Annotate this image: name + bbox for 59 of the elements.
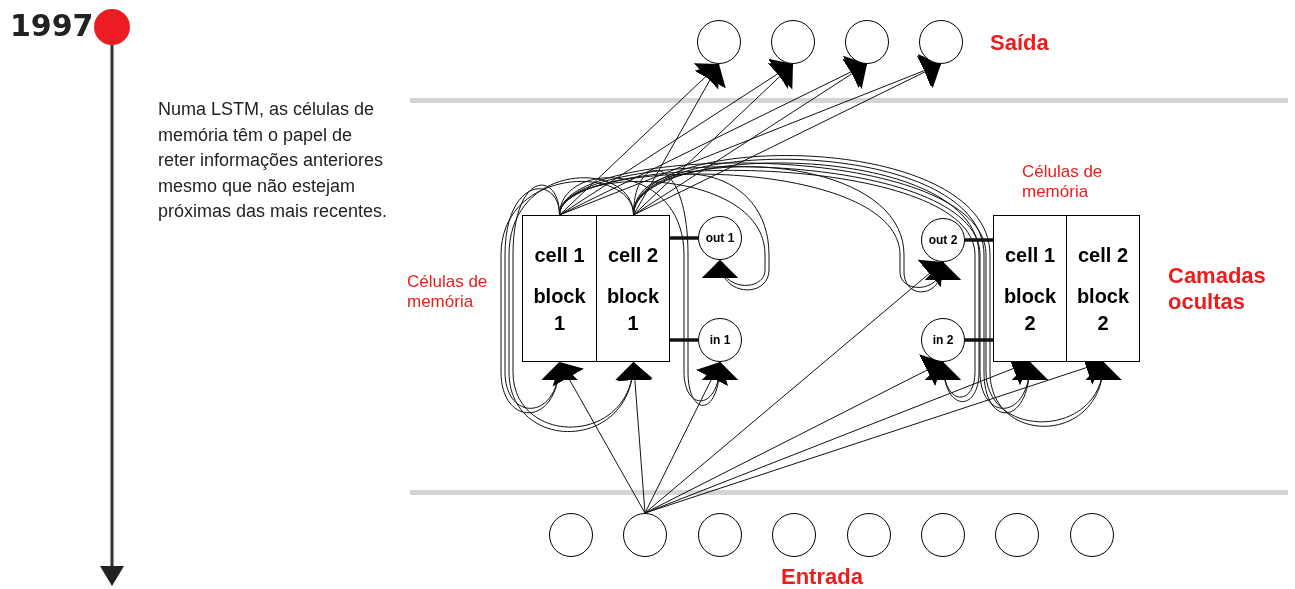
annotation-label: Células de memória [407,272,489,313]
gate-label: in 1 [709,333,731,347]
layer-label: Camadas ocultas [1168,263,1267,316]
connection-arrow [633,173,770,291]
connection-arrow [633,162,980,402]
connection-arrow [552,361,646,514]
input-neuron [847,513,891,557]
connection-arrow [633,155,1120,427]
output-neuron [771,20,815,64]
input-neuron [772,513,816,557]
layer-label: Saída [990,30,1049,57]
connection-line [965,338,993,342]
connection-arrow [633,58,868,216]
connection-arrow [559,63,720,216]
output-neuron [919,20,963,64]
connection-line [670,236,698,240]
connection-arrow [644,259,944,514]
connection-line [670,338,698,342]
input-neuron [623,513,667,557]
memory-cell [522,215,597,362]
connection-arrow [644,361,729,514]
connection-arrow [500,180,634,414]
connection-arrow [633,166,960,293]
description-text: Numa LSTM, as células de memória têm o papel de reter informações anteriores mesmo que não estejam próximas das mais recentes. [158,98,389,224]
connection-arrow [559,170,976,398]
cell-label: cell 1 [534,243,585,268]
connection-arrow [633,159,1047,414]
cell-label: block 1 [605,284,661,336]
input-neuron [549,513,593,557]
cell-label: cell 1 [1004,243,1055,268]
gate-label: in 2 [932,333,954,347]
cell-label: block 2 [1002,284,1058,336]
cell-label: block 2 [1075,284,1131,336]
connection-arrow [633,170,738,406]
gate-circle [698,318,742,362]
gate-circle [921,218,965,262]
gate-circle [921,318,965,362]
connection-arrow [633,63,794,216]
cell-label: cell 2 [607,243,658,268]
input-neuron [1070,513,1114,557]
memory-cell [993,215,1067,362]
input-neuron [995,513,1039,557]
connection-arrow [633,55,942,216]
cell-label: cell 2 [1077,243,1128,268]
connection-line [965,238,993,242]
connection-arrow [633,63,726,216]
layer-label: Entrada [781,564,863,589]
memory-cell [597,215,670,362]
annotation-label: Células de memória [1022,162,1104,203]
gate-label: out 2 [928,233,958,247]
input-neuron [698,513,742,557]
cell-label: block 1 [532,284,587,336]
output-neuron [697,20,741,64]
year-label: 1997 [10,8,90,44]
memory-cell [1067,215,1140,362]
input-neuron [921,513,965,557]
gate-circle [698,216,742,260]
gate-label: out 1 [705,231,735,245]
output-neuron [845,20,889,64]
